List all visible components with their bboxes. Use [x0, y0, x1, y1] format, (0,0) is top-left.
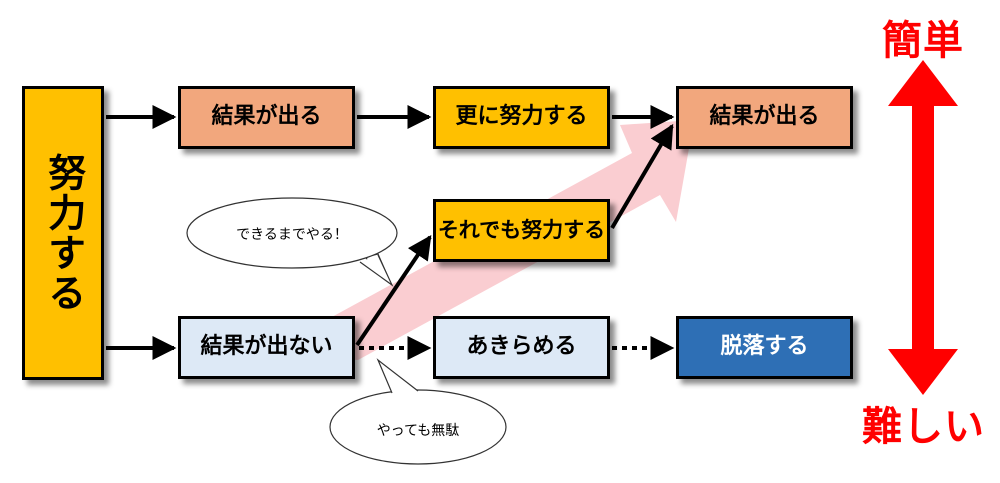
easy-label: 簡単 — [882, 18, 964, 64]
bubble-futile-text: やっても無駄 — [376, 423, 460, 439]
speech-bubble-persevere-tail — [359, 254, 394, 287]
drop-out-box: 脱落する — [676, 316, 853, 379]
speech-bubble-futile-tail — [376, 358, 419, 394]
persist-box: それでも 努力する — [433, 199, 610, 262]
bubble-persevere-text: できるまでやる！ — [236, 227, 348, 243]
arrow-no-result-to-persist — [355, 235, 432, 347]
difficulty-scale-arrow — [888, 60, 958, 395]
no-result-box: 結果が出ない — [178, 316, 355, 379]
final-result-box: 結果が出る — [676, 86, 853, 149]
persist-box-line2: 努力する — [521, 217, 606, 242]
more-effort-box: 更に努力する — [433, 86, 610, 149]
persist-box-line1: それでも — [437, 217, 522, 242]
speech-bubble-futile-body — [329, 389, 507, 465]
effort-start-box: 努力する — [22, 86, 104, 380]
arrow-persist-to-final — [610, 123, 674, 230]
give-up-box: あきらめる — [433, 316, 610, 379]
speech-bubble-persevere-body — [186, 197, 398, 269]
result-box-row1: 結果が出る — [178, 86, 355, 149]
hard-label: 難しい — [862, 404, 985, 450]
